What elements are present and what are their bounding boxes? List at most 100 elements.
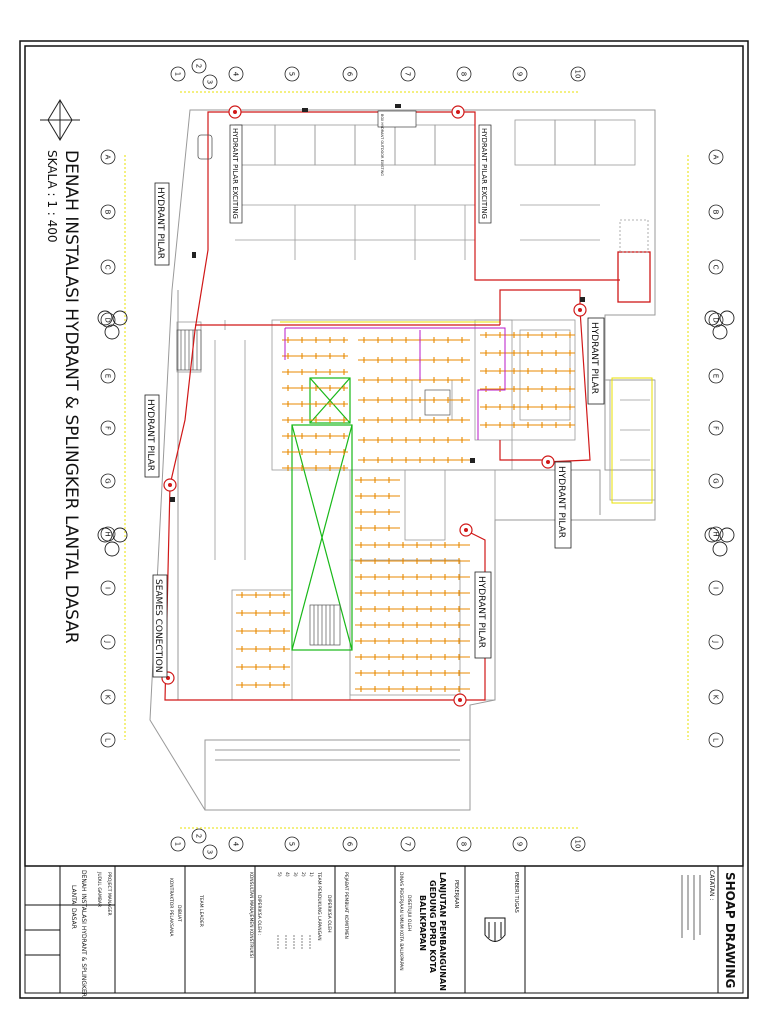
car-icon [197,134,213,160]
callout-text: HYDRANT PILAR [476,576,486,648]
grid-bubble-label: 6 [346,842,354,847]
grid-bubble-circle [284,836,300,852]
grid-bubble-label: E [712,374,720,378]
grid-bubble-label: 5 [288,842,296,846]
grid-letter-F-right: F [708,420,724,436]
grid-bubble-circle [100,368,116,384]
grid-bubble-label: A [712,155,720,160]
grid-bubble-label: 3 [206,850,214,854]
yellow-lines [280,321,653,504]
grid-bubble-label: L [712,738,720,742]
project-line-2: GEDUNG DPRD KOTA [428,880,437,974]
grid-bubble-circle [191,828,207,844]
callout-hydrant-pilar-exciting-1: HYDRANT PILAR EXCITING [229,124,243,224]
grid-bubble-circle [100,259,116,275]
grid-number-5-top: 5 [284,66,300,82]
grid-bubble-label: 9 [516,842,524,846]
grid-bubble-label: 6 [346,72,354,77]
dibuat: DIBUAT [176,905,182,922]
grid-bubble-label: G [712,478,720,483]
grid-bubble-label: 9 [516,72,524,76]
column-symbols [97,310,735,557]
diperiksa: DIPERIKSA OLEH [326,895,332,932]
grid-number-3-top: 3 [202,74,218,90]
valves [170,104,585,502]
kontraktor: KONTRAKTOR PELAKSANA [168,878,174,937]
signature-lines [277,935,311,950]
grid-bubble-circle [708,149,724,165]
grid-bubble-label: 10 [574,70,582,79]
pejabat: PEJABAT PEMBUAT KOMITMEN [343,872,349,939]
grid-number-6-bottom: 6 [342,836,358,852]
diperiksa-2: DIPERIKSA OLEH : [256,895,262,935]
drawing-scale: SKALA : 1 : 400 [45,150,59,243]
seal-logo-icon [484,917,506,942]
grid-bubble-label: 7 [404,842,412,846]
catatan: CATATAN : [708,870,715,900]
grid-bubble-circle [708,634,724,650]
judul-gambar: JUDUL GAMBAR [96,871,102,907]
grid-bubble-circle [100,204,116,220]
grid-bubble-circle [708,368,724,384]
grid-letter-E-right: E [708,368,724,384]
grid-bubble-label: E [104,374,112,378]
grid-bubble-circle [708,312,724,328]
grid-bubble-circle [512,836,528,852]
grid-bubble-label: C [712,265,720,270]
grid-bubble-circle [708,204,724,220]
catatan-lines [681,875,701,940]
grid-bubble-circle [512,66,528,82]
grid-bubble-label: 3 [206,80,214,84]
grid-letter-J-right: J [708,634,724,650]
judul-line-1: DENAH INSTALASI HYDRANT & SPLINGKER [80,870,87,997]
callout-hydrant-pilar-4: HYDRANT PILAR [554,461,572,549]
konsultan: KONSULTAN MANAJEMEN KONSTRUKSI [248,872,254,958]
grid-number-9-bottom: 9 [512,836,528,852]
callout-text: HYDRANT PILAR [145,399,155,471]
grid-bubble-label: C [104,265,112,270]
grid-bubble-circle [170,836,186,852]
grid-letter-G-left: G [100,473,116,489]
grid-bubble-label: I [104,587,112,589]
grid-bubble-circle [100,149,116,165]
north-arrow-icon [40,99,80,141]
grid-bubble-circle [228,66,244,82]
sprinkler-branches [236,332,575,692]
team-leader: TEAM LEADER [198,894,204,927]
grid-letter-F-left: F [100,420,116,436]
disetujui: DISETUJUI OLEH [406,895,412,931]
grid-bubble-label: F [104,426,112,430]
grid-bubble-circle [708,732,724,748]
grid-bubble-circle [456,66,472,82]
grid-bubble-circle [400,836,416,852]
title-block-text: SHOAP DRAWING CATATAN : PEMBERI TUGAS PE… [70,870,737,997]
grid-bubble-circle [100,473,116,489]
grid-bubble-label: 2 [195,64,203,68]
team-pendukung: TEAM PENDUKUNG LAPANGAN [316,871,322,941]
header-shoap-drawing: SHOAP DRAWING [723,872,737,988]
drawing-title: DENAH INSTALASI HYDRANT & SPLINGKER LANT… [61,150,81,644]
grid-number-2-top: 2 [191,58,207,74]
grid-bubble-label: 2 [195,834,203,838]
grid-letter-A-left: A [100,149,116,165]
project-line-1: LANJUTAN PEMBANGUNAN [438,872,447,991]
project-line-3: BALIKPAPAN [418,895,427,951]
grid-bubble-label: 4 [232,842,240,847]
grid-number-10-bottom: 10 [570,836,586,852]
callout-text: HYDRANT PILAR EXCITING [231,128,239,219]
callout-text: HYDRANT PILAR EXCITING [480,128,488,219]
grid-bubble-label: L [104,738,112,742]
pemberi-tugas: PEMBERI TUGAS [513,872,519,913]
grid-letter-B-right: B [708,204,724,220]
grid-bubble-circle [570,66,586,82]
grid-bubble-circle [100,420,116,436]
callout-hydrant-pilar-3: HYDRANT PILAR [587,317,605,405]
grid-letter-I-right: I [708,580,724,596]
grid-number-5-bottom: 5 [284,836,300,852]
grid-bubble-circle [708,420,724,436]
team-1: 1) [308,872,314,877]
grid-bubble-label: K [104,695,112,700]
